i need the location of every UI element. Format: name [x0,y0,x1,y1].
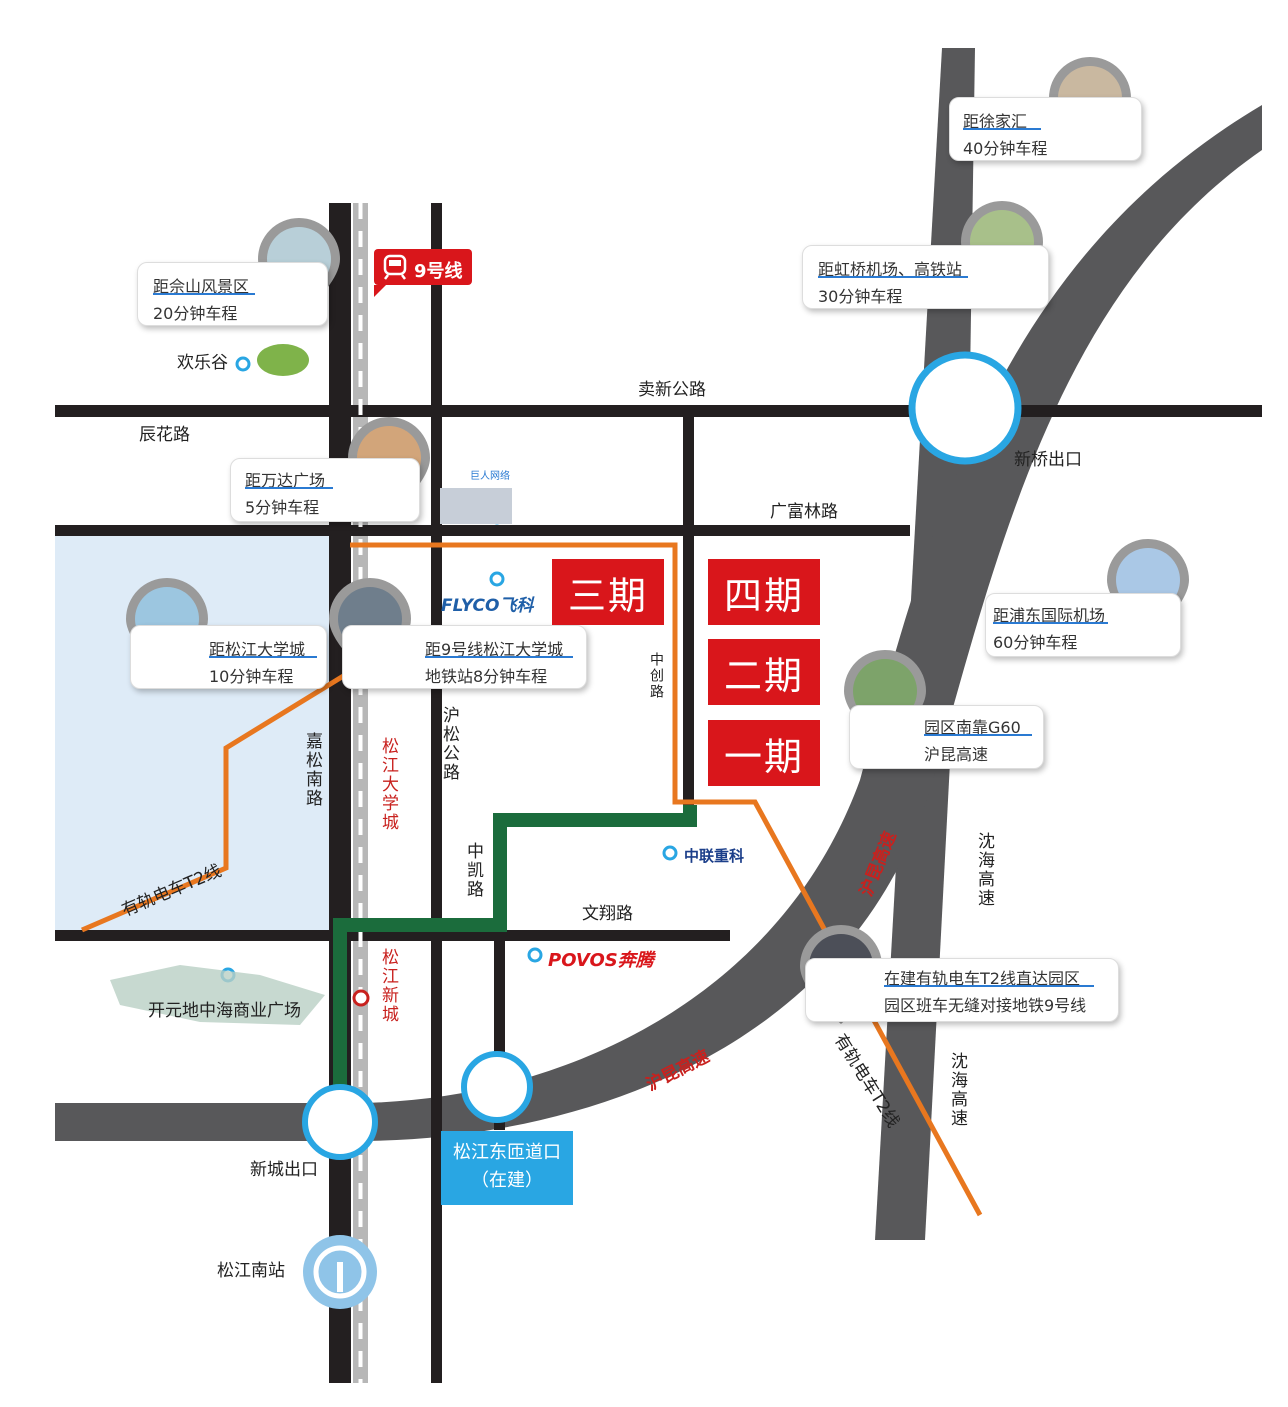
happy-valley-marker-icon [235,356,251,372]
brand-zoomlion: 中联重科 [684,847,745,865]
road-maixin [55,405,1262,417]
label-songjiang-new-city: 松江新城 [378,948,398,1024]
card-univ-line2: 10分钟车程 [209,667,294,686]
povos-marker-icon [527,947,543,963]
hukun-highway [55,105,1262,1141]
road-label-wenxiang: 文翔路 [582,904,633,924]
label-xinqiao-exit: 新桥出口 [1014,450,1082,470]
road-label-shenhai-lower: 沈海高速 [947,1052,967,1128]
card-pudong-rule [993,622,1108,624]
xinqiao-interchange [908,351,1022,465]
card-tram: 在建有轨电车T2线直达园区 园区班车无缝对接地铁9号线 [805,958,1119,1022]
road-zhongkai [494,930,505,1130]
railway-station-icon-ring [313,1245,367,1299]
card-metro9-line2: 地铁站8分钟车程 [425,667,548,686]
label-songjiang-south: 松江南站 [217,1261,285,1281]
card-g60-line2: 沪昆高速 [924,745,989,764]
card-sheshan-rule [153,293,255,295]
road-guangfulin [55,525,910,536]
label-songjiang-univ-city: 松江大学城 [378,737,398,832]
road-label-husong: 沪松公路 [439,706,459,782]
card-tram-rule [884,985,1094,987]
card-pudong: 距浦东国际机场 60分钟车程 [985,593,1181,657]
card-xujiahui: 距徐家汇 40分钟车程 [949,97,1142,161]
card-univ-line1: 距松江大学城 [209,640,306,659]
metro-line9-tag: 9号线 [374,249,472,297]
card-metro9: 距9号线松江大学城 地铁站8分钟车程 [342,625,587,689]
metro-tag-pointer [374,285,386,297]
flyco-marker-icon [489,571,505,587]
road-label-chenhua: 辰花路 [139,425,190,445]
songjiang-new-city-station-icon [352,989,370,1007]
songjiang-east-interchange [461,1051,533,1123]
label-giant-network: 巨人网络 [470,471,510,482]
exit-box-line1: 松江东匝道口 [453,1142,561,1163]
phase-2-block: 二期 [708,639,820,705]
card-hongqiao-rule [818,276,968,278]
road-wenxiang [55,930,730,941]
brand-flyco: FLYCO飞科 [441,596,534,616]
phase-1-block: 一期 [708,720,820,786]
tram-t2-left [81,672,347,933]
card-wanda-line2: 5分钟车程 [245,498,320,517]
zoomlion-marker-icon [662,845,678,861]
card-g60-line1: 园区南靠G60 [924,718,1021,737]
card-tram-line1: 在建有轨电车T2线直达园区 [884,969,1080,988]
card-hongqiao-line1: 距虹桥机场、高铁站 [818,260,963,279]
label-kaiyuan-mall: 开元地中海商业广场 [148,1001,301,1021]
kaiyuan-mall-image [110,965,325,1025]
road-label-shenhai-upper: 沈海高速 [974,832,994,908]
railway-station-icon-stem [337,1262,343,1292]
songjiang-east-exit-box: 松江东匝道口 （在建） [441,1131,573,1205]
road-jiasong [329,203,351,1383]
card-univ: 距松江大学城 10分钟车程 [130,625,327,689]
park-boundary [333,805,697,1103]
road-label-guangfulin: 广富林路 [770,502,838,522]
card-wanda-line1: 距万达广场 [245,471,326,490]
label-happy-valley: 欢乐谷 [177,353,228,373]
happy-valley-image [257,344,309,376]
card-metro9-rule [425,656,573,658]
card-sheshan-line2: 20分钟车程 [153,304,238,323]
card-univ-rule [209,656,317,658]
card-g60-rule [924,734,1032,736]
card-pudong-line2: 60分钟车程 [993,633,1078,652]
card-sheshan: 距佘山风景区 20分钟车程 [137,262,328,326]
card-metro9-line1: 距9号线松江大学城 [425,640,564,659]
metro-line9-label: 9号线 [414,261,463,282]
metro-train-icon [383,254,407,280]
card-pudong-line1: 距浦东国际机场 [993,606,1106,625]
label-xincheng-exit: 新城出口 [250,1160,318,1180]
exit-box-line2: （在建） [471,1170,543,1191]
road-label-zhongkai: 中凯路 [463,842,483,899]
phase-4-block: 四期 [708,559,820,625]
phase-3-block: 三期 [552,559,664,625]
card-xujiahui-line1: 距徐家汇 [963,112,1028,131]
card-tram-line2: 园区班车无缝对接地铁9号线 [884,996,1087,1015]
card-hongqiao-line2: 30分钟车程 [818,287,903,306]
card-wanda: 距万达广场 5分钟车程 [230,458,420,522]
road-label-jiasong: 嘉松南路 [302,732,322,808]
card-xujiahui-line2: 40分钟车程 [963,139,1048,158]
card-hongqiao: 距虹桥机场、高铁站 30分钟车程 [802,245,1049,309]
card-sheshan-line1: 距佘山风景区 [153,277,250,296]
card-wanda-rule [245,487,333,489]
road-husong [431,203,442,1383]
giant-network-image [440,488,512,524]
brand-povos: POVOS奔腾 [548,950,654,971]
card-g60: 园区南靠G60 沪昆高速 [849,705,1044,769]
card-xujiahui-rule [963,128,1041,130]
road-label-maixin: 卖新公路 [638,380,706,400]
road-zhongchuang [683,417,694,817]
xincheng-interchange [302,1084,378,1160]
road-label-zhongchuang: 中创路 [648,652,664,700]
